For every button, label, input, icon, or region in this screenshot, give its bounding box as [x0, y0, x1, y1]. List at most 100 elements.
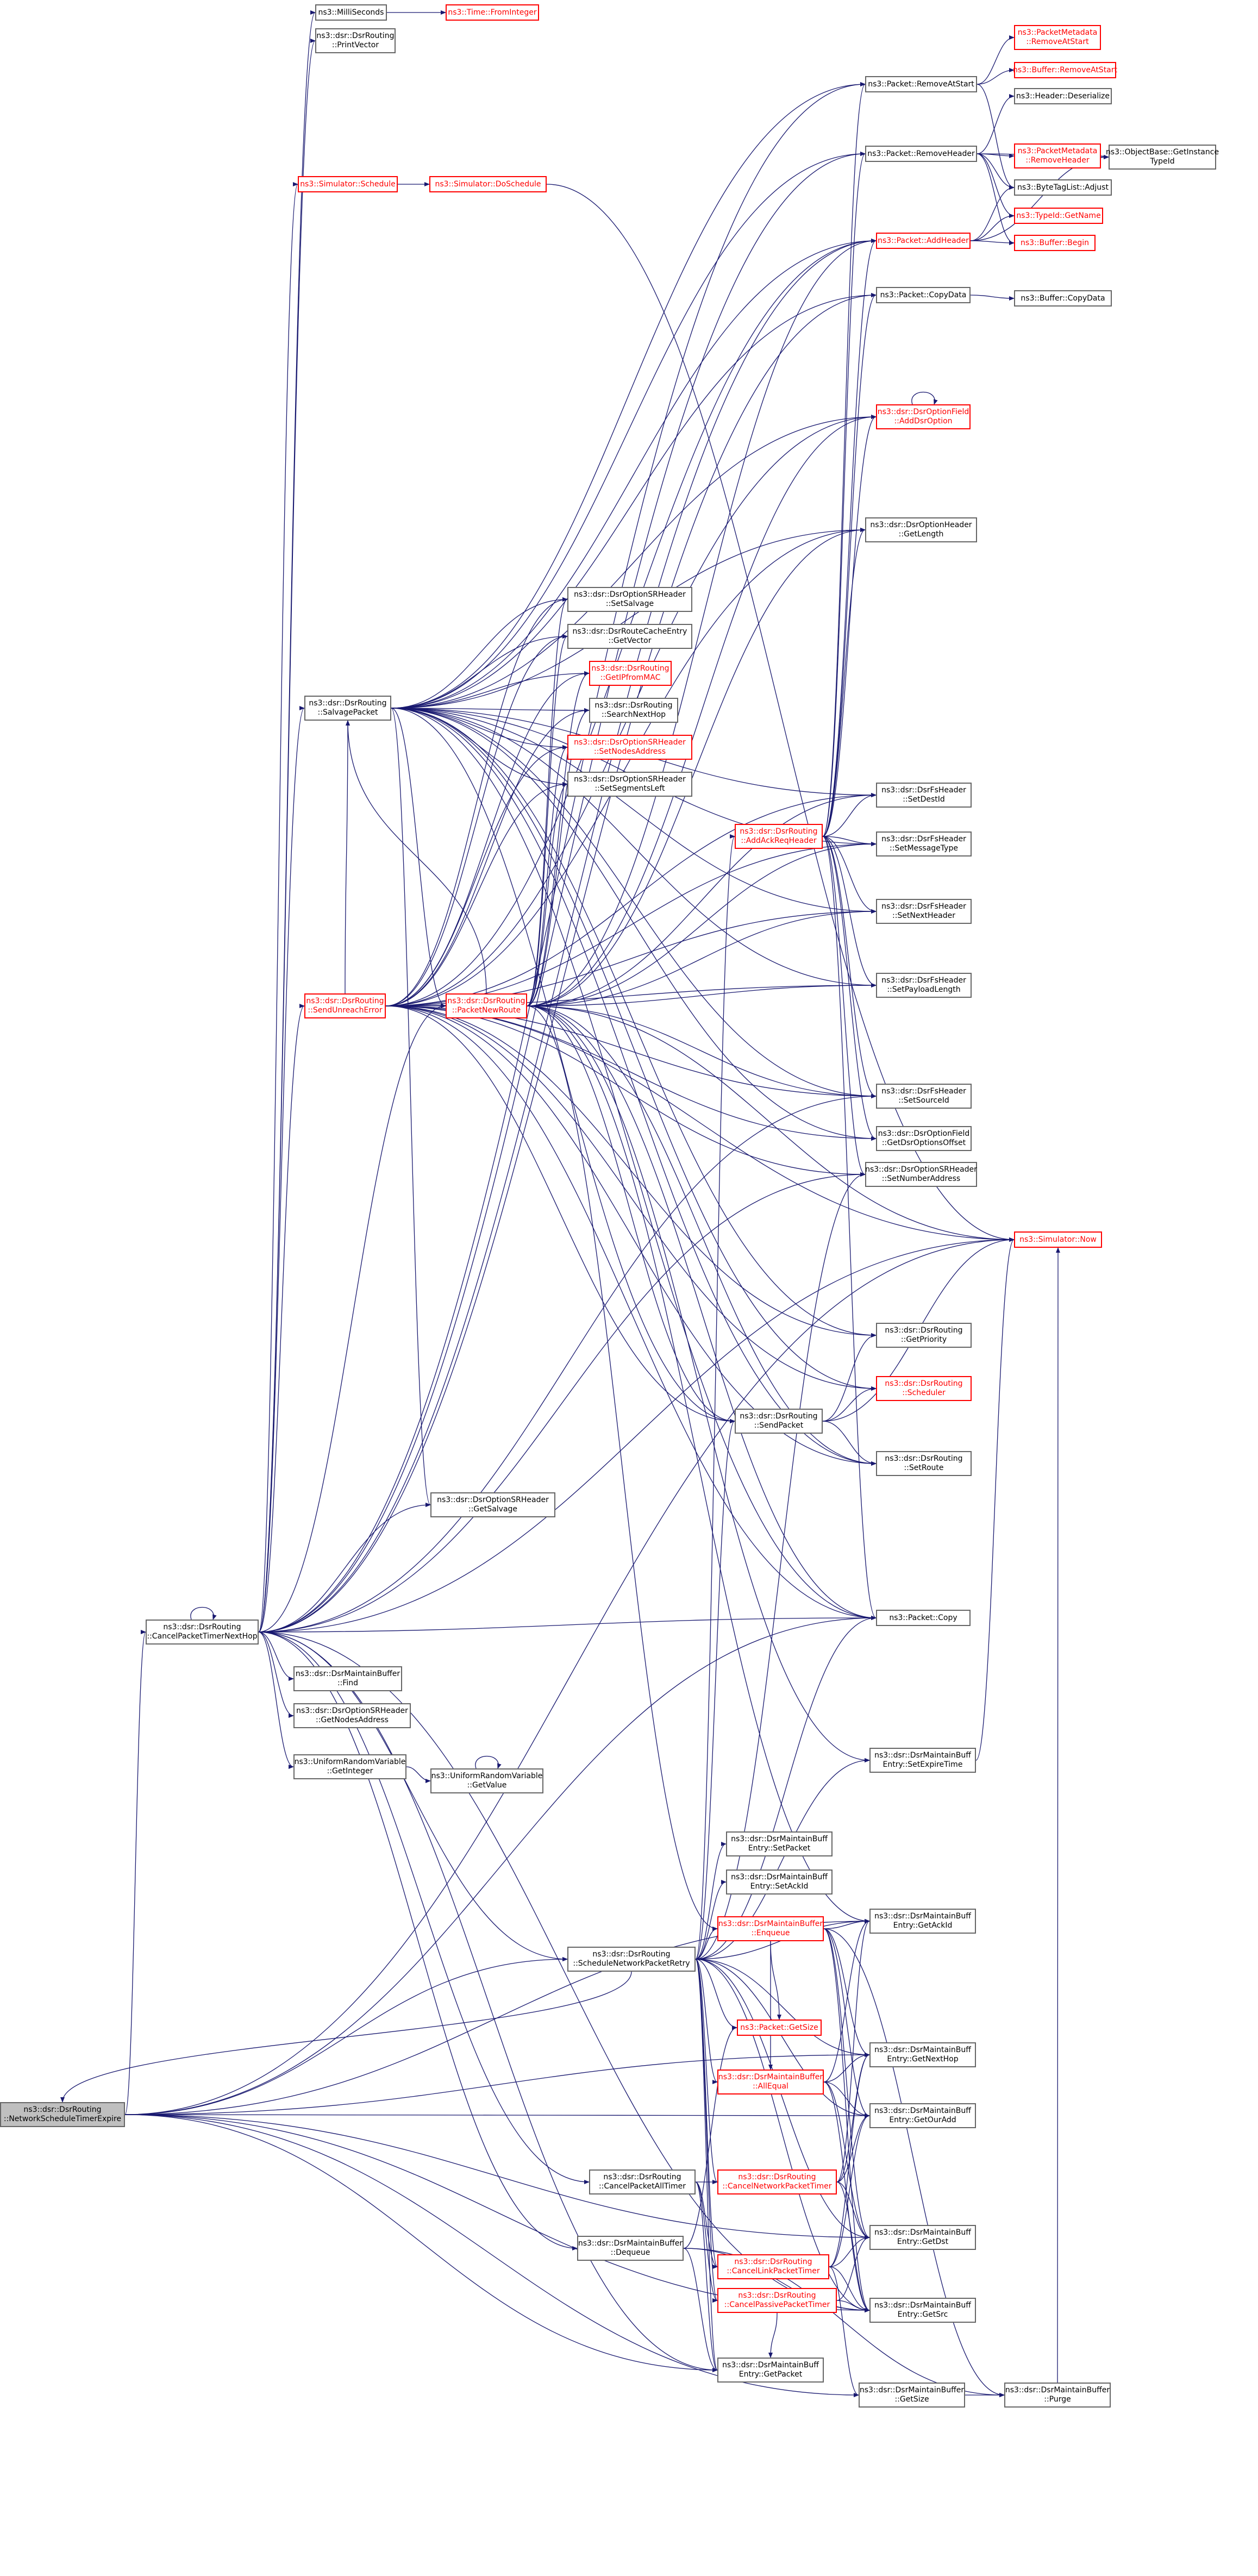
edge-pah-to-bbeg — [970, 240, 1015, 245]
node-label-line2: ::Enqueue — [751, 1929, 790, 1937]
graph-node-fspl[interactable]: ns3::dsr::DsrFsHeader::SetPayloadLength — [876, 973, 972, 998]
graph-node-srgs[interactable]: ns3::dsr::DsrOptionSRHeader::GetSalvage — [430, 1492, 555, 1517]
graph-node-sr[interactable]: ns3::dsr::DsrRouting::SetRoute — [876, 1451, 972, 1476]
graph-node-srsna[interactable]: ns3::dsr::DsrOptionSRHeader::SetNumberAd… — [865, 1162, 977, 1187]
graph-node-srss[interactable]: ns3::dsr::DsrOptionSRHeader::SetSalvage — [567, 587, 692, 612]
node-label: ns3::dsr::DsrFsHeader — [881, 902, 966, 911]
node-label: ns3::Buffer::RemoveAtStart — [1012, 65, 1118, 74]
node-label-line2: ::SetNextHeader — [892, 911, 955, 920]
graph-node-fsdi[interactable]: ns3::dsr::DsrFsHeader::SetDestId — [876, 783, 972, 808]
node-label-line2: ::GetInteger — [327, 1767, 373, 1775]
graph-node-cppt[interactable]: ns3::dsr::DsrRouting::CancelPassivePacke… — [717, 2288, 837, 2313]
node-label-line2: Entry::GetPacket — [738, 2370, 803, 2379]
graph-node-snh[interactable]: ns3::dsr::DsrRouting::SearchNextHop — [589, 698, 678, 723]
edge-cptnh-to-pras — [258, 82, 866, 1633]
graph-node-ofgo[interactable]: ns3::dsr::DsrOptionField::GetDsrOptionsO… — [876, 1126, 972, 1151]
edge-mbenq-to-mbgsrc — [823, 1928, 870, 2312]
graph-node-aarh[interactable]: ns3::dsr::DsrRouting::AddAckReqHeader — [735, 824, 823, 849]
node-label: ns3::dsr::DsrRouting — [740, 827, 818, 836]
graph-node-mbpurge[interactable]: ns3::dsr::DsrMaintainBuffer::Purge — [1004, 2383, 1111, 2408]
graph-node-ofado[interactable]: ns3::dsr::DsrOptionField::AddDsrOption — [876, 404, 971, 429]
graph-node-hdes[interactable]: ns3::Header::Deserialize — [1014, 88, 1112, 104]
node-label: ns3::dsr::DsrRouting — [447, 997, 525, 1005]
edge-cptnh-to-srsna — [258, 1172, 866, 1633]
graph-node-fsnh[interactable]: ns3::dsr::DsrFsHeader::SetNextHeader — [876, 899, 972, 924]
graph-node-clpt[interactable]: ns3::dsr::DsrRouting::CancelLinkPacketTi… — [717, 2254, 829, 2279]
edge-pnr-to-pcopy — [527, 1005, 877, 1620]
graph-node-mbf[interactable]: ns3::dsr::DsrMaintainBuffer::Find — [293, 1666, 402, 1691]
graph-node-btla[interactable]: ns3::ByteTagList::Adjust — [1014, 179, 1112, 196]
graph-node-cptnh[interactable]: ns3::dsr::DsrRouting::CancelPacketTimerN… — [146, 1620, 259, 1645]
graph-node-urvgi[interactable]: ns3::UniformRandomVariable::GetInteger — [293, 1754, 406, 1779]
node-label: ns3::dsr::DsrRouting — [738, 2291, 816, 2300]
node-label: ns3::dsr::DsrOptionSRHeader — [574, 590, 686, 599]
graph-node-urvgv[interactable]: ns3::UniformRandomVariable::GetValue — [430, 1768, 543, 1793]
node-label-line2: Entry::SetAckId — [750, 1882, 809, 1891]
graph-node-sure[interactable]: ns3::dsr::DsrRouting::SendUnreachError — [304, 993, 386, 1018]
graph-node-tign[interactable]: ns3::TypeId::GetName — [1014, 208, 1103, 224]
graph-node-tfi[interactable]: ns3::Time::FromInteger — [446, 4, 539, 21]
graph-node-schd[interactable]: ns3::dsr::DsrRouting::Scheduler — [876, 1376, 972, 1401]
graph-node-ohgl[interactable]: ns3::dsr::DsrOptionHeader::GetLength — [865, 517, 977, 542]
node-label-line2: ::SetSalvage — [605, 599, 654, 608]
graph-node-snow[interactable]: ns3::Simulator::Now — [1014, 1231, 1102, 1248]
graph-node-pcopy[interactable]: ns3::Packet::Copy — [876, 1610, 971, 1626]
node-label-line2: Entry::GetNextHop — [887, 2055, 959, 2064]
graph-node-bcd[interactable]: ns3::Buffer::CopyData — [1014, 290, 1112, 307]
graph-node-pras[interactable]: ns3::Packet::RemoveAtStart — [865, 76, 977, 92]
graph-node-sna[interactable]: ns3::dsr::DsrOptionSRHeader::SetNodesAdd… — [567, 735, 692, 760]
graph-node-pgs[interactable]: ns3::Packet::GetSize — [737, 2019, 822, 2036]
edge-aarh-to-fspl — [822, 836, 877, 987]
graph-node-mbenq[interactable]: ns3::dsr::DsrMaintainBuffer::Enqueue — [717, 1916, 824, 1941]
node-label: ns3::Buffer::CopyData — [1021, 293, 1105, 303]
node-label-line2: ::SetSegmentsLeft — [594, 784, 665, 793]
graph-node-sp[interactable]: ns3::dsr::DsrRouting::SendPacket — [735, 1409, 823, 1434]
graph-node-gpri[interactable]: ns3::dsr::DsrRouting::GetPriority — [876, 1323, 972, 1348]
graph-node-pmrh[interactable]: ns3::PacketMetadata::RemoveHeader — [1014, 143, 1101, 168]
graph-node-cnpt[interactable]: ns3::dsr::DsrRouting::CancelNetworkPacke… — [717, 2169, 837, 2194]
graph-node-salv[interactable]: ns3::dsr::DsrRouting::SalvagePacket — [304, 696, 391, 721]
graph-node-pmras[interactable]: ns3::PacketMetadata::RemoveAtStart — [1014, 25, 1101, 50]
graph-node-cpat[interactable]: ns3::dsr::DsrRouting::CancelPacketAllTim… — [589, 2169, 696, 2194]
node-label-line2: ::AllEqual — [753, 2082, 788, 2091]
node-label-line2: ::CancelLinkPacketTimer — [727, 2267, 820, 2275]
graph-node-pnr[interactable]: ns3::dsr::DsrRouting::PacketNewRoute — [446, 993, 527, 1018]
graph-node-pah[interactable]: ns3::Packet::AddHeader — [876, 233, 971, 249]
graph-node-nste[interactable]: ns3::dsr::DsrRouting::NetworkScheduleTim… — [0, 2102, 125, 2127]
graph-node-fsmt[interactable]: ns3::dsr::DsrFsHeader::SetMessageType — [876, 831, 972, 856]
edge-mbenq-to-mbpurge — [823, 1928, 1005, 2397]
graph-node-snpr[interactable]: ns3::dsr::DsrRouting::ScheduleNetworkPac… — [567, 1947, 696, 1972]
graph-node-gifm[interactable]: ns3::dsr::DsrRouting::GetIPfromMAC — [589, 661, 672, 686]
edge-sure-to-schd — [385, 1005, 877, 1391]
graph-node-fssi[interactable]: ns3::dsr::DsrFsHeader::SetSourceId — [876, 1084, 972, 1109]
graph-node-mbae[interactable]: ns3::dsr::DsrMaintainBuffer::AllEqual — [717, 2069, 824, 2094]
graph-node-bbeg[interactable]: ns3::Buffer::Begin — [1014, 235, 1096, 251]
graph-node-mbdq[interactable]: ns3::dsr::DsrMaintainBuffer::Dequeue — [577, 2236, 684, 2261]
graph-node-srgna[interactable]: ns3::dsr::DsrOptionSRHeader::GetNodesAdd… — [293, 1703, 411, 1728]
graph-node-ms[interactable]: ns3::MilliSeconds — [315, 4, 387, 21]
graph-node-sch[interactable]: ns3::Simulator::Schedule — [298, 176, 398, 192]
graph-node-ssl[interactable]: ns3::dsr::DsrOptionSRHeader::SetSegments… — [567, 772, 692, 797]
edge-salv-to-schd — [391, 708, 877, 1391]
edge-pnr-to-sr — [527, 1005, 877, 1466]
node-label: ns3::dsr::DsrRouteCacheEntry — [572, 627, 687, 636]
graph-node-pcd[interactable]: ns3::Packet::CopyData — [876, 287, 971, 303]
node-label: ns3::dsr::DsrFsHeader — [881, 976, 966, 985]
graph-node-pv[interactable]: ns3::dsr::DsrRouting::PrintVector — [315, 28, 396, 53]
graph-node-bras[interactable]: ns3::Buffer::RemoveAtStart — [1012, 62, 1118, 78]
edge-cptnh-to-salv — [258, 706, 305, 1633]
graph-node-dosch[interactable]: ns3::Simulator::DoSchedule — [429, 176, 547, 192]
graph-node-rcegv[interactable]: ns3::dsr::DsrRouteCacheEntry::GetVector — [567, 624, 692, 649]
graph-node-mbgsz[interactable]: ns3::dsr::DsrMaintainBuffer::GetSize — [859, 2383, 965, 2408]
graph-node-prh[interactable]: ns3::Packet::RemoveHeader — [865, 146, 977, 162]
